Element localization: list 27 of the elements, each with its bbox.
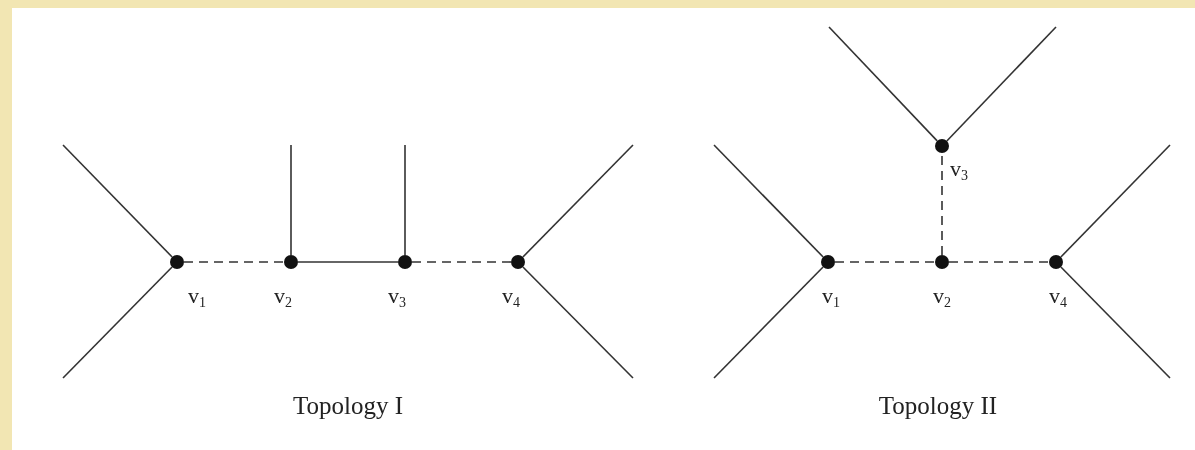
vertex-label: v$_{1}$ xyxy=(188,285,206,310)
edge-line xyxy=(62,144,173,258)
edge-line xyxy=(946,26,1057,142)
edge-line xyxy=(522,144,634,258)
edge-line xyxy=(1060,266,1171,379)
vertex-label: v$_{2}$ xyxy=(274,285,292,310)
vertex-label: v$_{3}$ xyxy=(388,285,406,310)
vertex-label: v$_{4}$ xyxy=(1049,285,1067,310)
edge-line xyxy=(290,144,292,256)
edge-line xyxy=(62,266,173,379)
edge-line xyxy=(297,261,399,263)
dashed-edge xyxy=(834,261,936,263)
edge-line xyxy=(713,266,824,379)
vertex-label: v$_{2}$ xyxy=(933,285,951,310)
vertex-label: v$_{4}$ xyxy=(502,285,520,310)
vertex-label: v$_{3}$ xyxy=(950,158,968,183)
dashed-edge xyxy=(183,261,285,263)
edge-line xyxy=(404,144,406,256)
edge-line xyxy=(522,266,634,379)
topology-caption: Topology II xyxy=(878,392,998,420)
dashed-edge xyxy=(948,261,1050,263)
topology-caption: Topology I xyxy=(293,392,403,420)
dashed-edge xyxy=(411,261,512,263)
edge-line xyxy=(713,144,824,258)
vertex-label: v$_{1}$ xyxy=(822,285,840,310)
edge-line xyxy=(1060,144,1171,258)
edge-line xyxy=(828,26,938,142)
